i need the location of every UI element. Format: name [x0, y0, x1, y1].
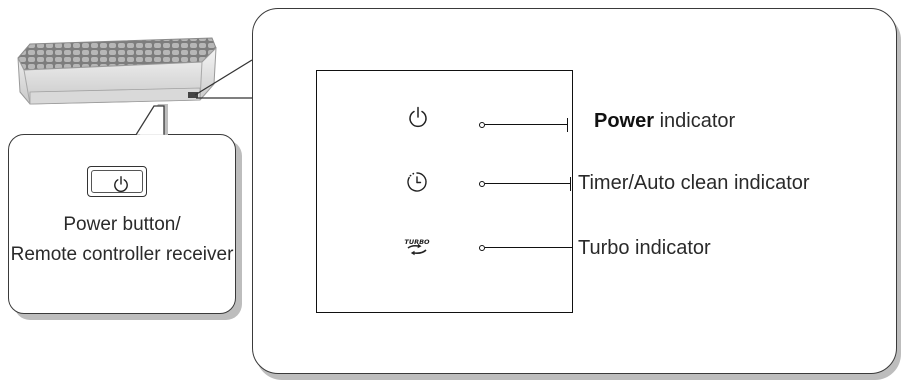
- turbo-indicator-led: [479, 245, 485, 251]
- power-leader-line: [485, 124, 567, 125]
- turbo-leader-line: [485, 247, 572, 248]
- turbo-leader-tick: [572, 241, 573, 255]
- power-button[interactable]: [87, 166, 147, 197]
- power-button-frame: [91, 170, 143, 193]
- connector-line-top: [194, 59, 253, 96]
- callout-text-line2: Remote controller receiver: [10, 244, 234, 265]
- power-icon: [409, 106, 427, 128]
- callout-text-line1: Power button/: [63, 214, 181, 235]
- power-button-callout: [8, 134, 236, 314]
- callout-pointer: [135, 104, 168, 136]
- turbo-indicator-label: Turbo indicator: [578, 237, 711, 259]
- power-label-bold: Power: [594, 110, 655, 132]
- power-indicator-label: Power indicator: [594, 110, 735, 133]
- power-leader-tick: [567, 118, 568, 132]
- power-icon: [114, 176, 128, 193]
- indicator-display-window: [316, 70, 573, 313]
- timer-icon: [407, 172, 427, 192]
- timer-leader-tick: [570, 177, 571, 191]
- power-label-rest: indicator: [654, 110, 736, 132]
- timer-leader-line: [485, 183, 570, 184]
- timer-indicator-label: Timer/Auto clean indicator: [578, 172, 810, 194]
- turbo-icon-text: TURBO: [404, 238, 430, 246]
- ac-unit-body: [17, 37, 217, 105]
- timer-indicator-led: [479, 181, 485, 187]
- turbo-icon: TURBO: [404, 238, 430, 256]
- power-indicator-led: [479, 122, 485, 128]
